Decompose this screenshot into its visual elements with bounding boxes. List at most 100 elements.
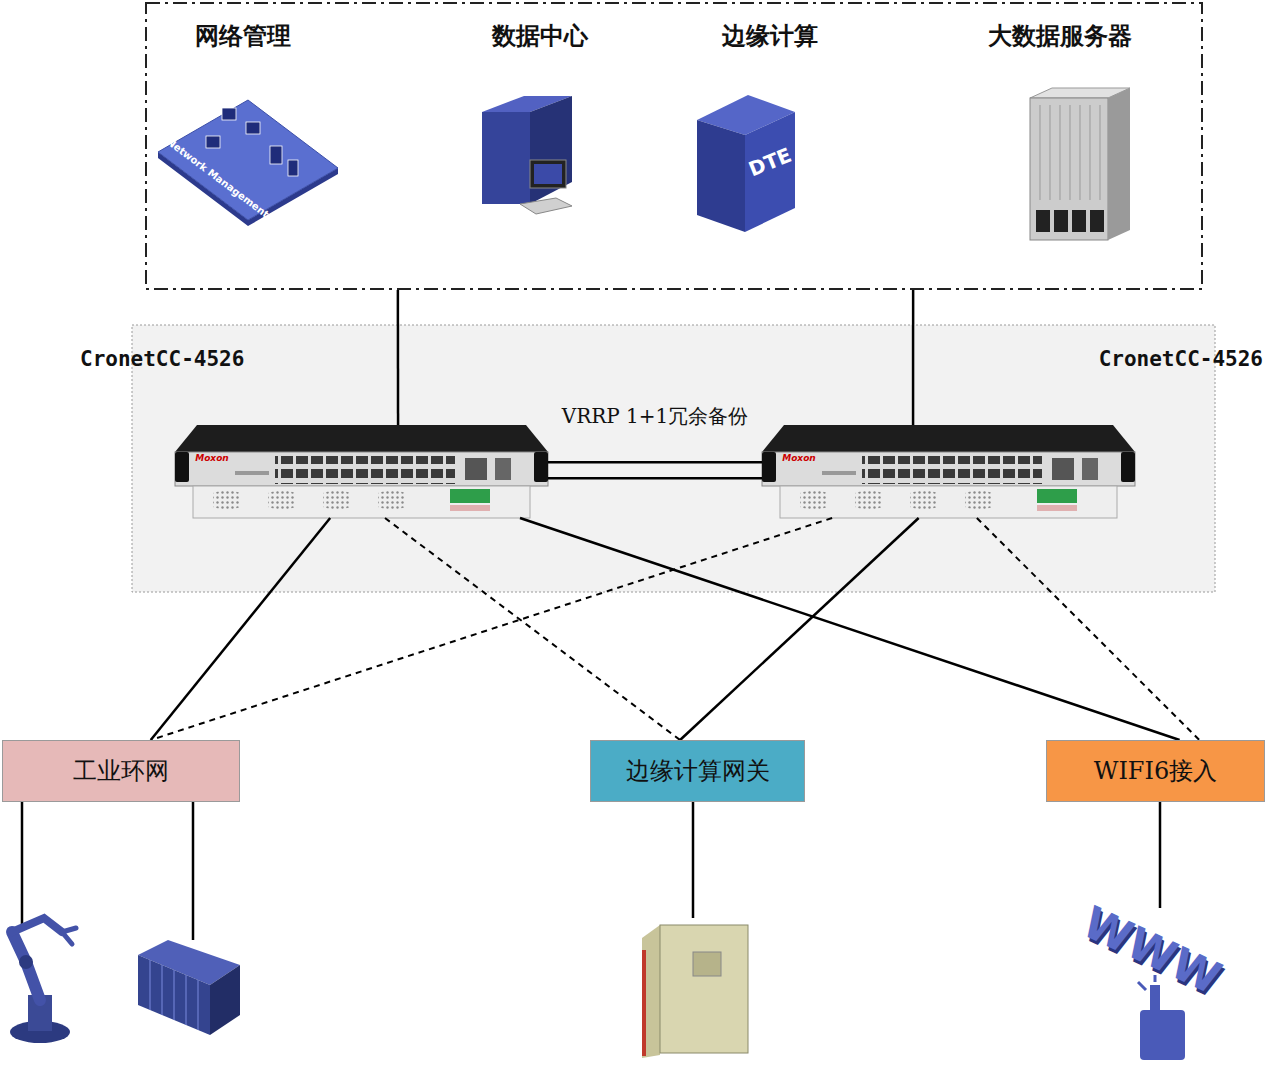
link-line bbox=[520, 518, 1180, 740]
big-data-server-icon bbox=[1030, 88, 1130, 240]
link-line bbox=[397, 290, 400, 425]
link-line bbox=[151, 518, 330, 740]
plc-icon bbox=[173, 970, 174, 1020]
robot-arm-icon bbox=[12, 918, 62, 932]
robot-arm-icon bbox=[19, 955, 33, 969]
process-box: WIFI6接入 bbox=[1046, 740, 1265, 802]
dash-dot-outline bbox=[146, 3, 1202, 289]
link-line bbox=[913, 290, 914, 425]
big-data-server-icon bbox=[1050, 105, 1051, 200]
big-data-server-icon bbox=[1072, 210, 1086, 232]
switch-node: CronetCC-4526 bbox=[762, 425, 1135, 518]
www-hand-icon bbox=[1138, 982, 1146, 990]
big-data-server-icon bbox=[1054, 210, 1068, 232]
www-hand-icon bbox=[1154, 975, 1157, 982]
switch-node: CronetCC-4526 bbox=[175, 425, 548, 518]
dte-icon bbox=[697, 120, 745, 232]
big-data-server-icon bbox=[1036, 210, 1104, 232]
network-management-icon bbox=[206, 108, 298, 176]
switch-illustration bbox=[175, 425, 1135, 518]
data-center-icon bbox=[534, 164, 562, 184]
gateway-server-icon bbox=[642, 925, 660, 1058]
device-name: CronetCC-4526 bbox=[80, 347, 244, 371]
cloud-group-box: 网络管理 数据中心 边缘计算 大数据服务器 bbox=[145, 2, 1203, 290]
big-data-server-icon bbox=[1080, 105, 1081, 200]
link-line bbox=[385, 518, 680, 740]
big-data-server-icon bbox=[1070, 105, 1071, 200]
network-management-icon bbox=[270, 146, 282, 164]
group-heading: 网络管理 bbox=[195, 20, 291, 52]
robot-arm-icon bbox=[12, 932, 40, 1000]
www-hand-icon bbox=[1138, 975, 1155, 990]
big-data-server-icon bbox=[1108, 88, 1130, 240]
brand-mark: Moxon bbox=[782, 453, 816, 463]
plc-icon bbox=[138, 940, 240, 1035]
network-management-icon bbox=[246, 122, 260, 134]
dte-icon bbox=[745, 112, 795, 232]
big-data-server-icon bbox=[1040, 105, 1041, 200]
network-management-icon bbox=[222, 108, 236, 120]
network-management-icon bbox=[158, 100, 338, 220]
device-name: CronetCC-4526 bbox=[1099, 347, 1263, 371]
plc-icon bbox=[150, 960, 198, 1030]
robot-arm-icon bbox=[62, 928, 76, 944]
network-management-icon bbox=[288, 160, 298, 176]
big-data-server-icon bbox=[1090, 105, 1091, 200]
big-data-server-icon bbox=[1060, 105, 1061, 200]
link-line bbox=[548, 461, 762, 464]
link-line bbox=[548, 477, 762, 480]
link-line bbox=[680, 518, 919, 740]
switch-illustration bbox=[762, 425, 1135, 518]
box-label: 边缘计算网关 bbox=[626, 755, 770, 787]
www-icon-text: WWW bbox=[1075, 896, 1229, 1004]
plc-icon bbox=[161, 965, 162, 1015]
link-line bbox=[977, 518, 1199, 740]
dash-dot-outline bbox=[145, 2, 1203, 290]
icon-caption: DTE bbox=[745, 143, 795, 182]
link-line bbox=[385, 518, 680, 740]
plc-icon bbox=[138, 955, 210, 1035]
switch-zone-background bbox=[132, 325, 1215, 592]
www-hand-icon bbox=[1138, 975, 1185, 1060]
big-data-server-icon bbox=[1040, 105, 1100, 200]
group-heading: 数据中心 bbox=[492, 20, 588, 52]
big-data-server-icon bbox=[1100, 105, 1101, 200]
icon-caption: Network Management bbox=[165, 136, 271, 220]
data-center-icon bbox=[482, 112, 530, 204]
process-box: 边缘计算网关 bbox=[590, 740, 805, 802]
group-heading: 大数据服务器 bbox=[988, 20, 1132, 52]
big-data-server-icon bbox=[1036, 210, 1050, 232]
box-label: 工业环网 bbox=[73, 755, 169, 787]
data-center-icon bbox=[530, 160, 566, 188]
link-line bbox=[397, 290, 398, 425]
www-hand-icon bbox=[1140, 1010, 1185, 1060]
big-data-server-icon bbox=[1090, 210, 1104, 232]
link-line bbox=[977, 518, 1199, 740]
plc-icon bbox=[149, 960, 150, 1010]
big-data-server-icon bbox=[1030, 98, 1108, 240]
box-label: WIFI6接入 bbox=[1094, 755, 1218, 787]
device-leader-lines bbox=[1159, 802, 1162, 908]
group-heading: 边缘计算 bbox=[722, 20, 818, 52]
link-line bbox=[680, 518, 919, 740]
switch-illustration bbox=[175, 425, 548, 518]
network-management-icon bbox=[158, 100, 338, 226]
link-line bbox=[151, 518, 832, 740]
process-box: 工业环网 bbox=[2, 740, 240, 802]
link-line bbox=[548, 462, 762, 478]
link-line bbox=[520, 518, 1180, 740]
data-center-icon bbox=[482, 96, 572, 214]
data-center-icon bbox=[520, 198, 572, 214]
gateway-server-icon bbox=[642, 925, 748, 1058]
gateway-server-icon bbox=[642, 950, 646, 1056]
plc-icon bbox=[185, 975, 186, 1025]
switch-zone-background bbox=[132, 325, 1215, 592]
link-label: VRRP 1+1冗余备份 bbox=[558, 403, 753, 430]
plc-icon bbox=[210, 965, 240, 1035]
robot-arm-icon bbox=[10, 918, 76, 1043]
